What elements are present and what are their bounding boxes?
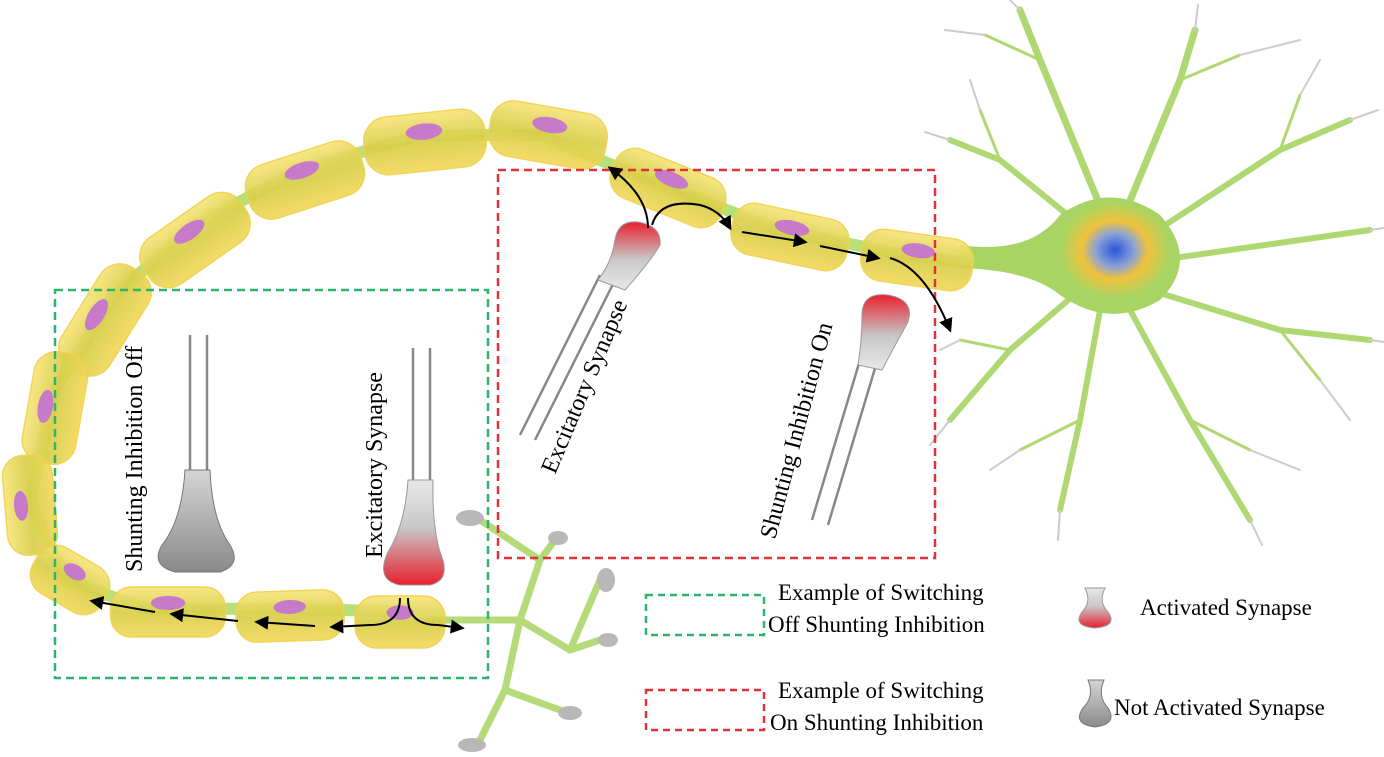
legend: Example of Switching Off Shunting Inhibi…: [644, 580, 1325, 735]
myelin-segment: [139, 191, 251, 289]
myelin-segment: [235, 589, 345, 643]
legend-red-line1: Example of Switching: [778, 678, 984, 703]
myelin-segment: [354, 595, 446, 649]
legend-not-activated-icon: [1079, 679, 1112, 728]
label-excitatory-left: Excitatory Synapse: [362, 372, 388, 558]
myelin-segment: [730, 202, 850, 272]
schwann-nucleus: [150, 596, 186, 610]
myelin-segment: [244, 140, 366, 220]
schwann-nucleus: [405, 123, 443, 140]
schwann-nucleus: [654, 169, 689, 189]
neuron-dendrite-fibers: [924, 0, 1384, 546]
myelin-segment: [109, 586, 227, 638]
signal-arrows: [89, 166, 953, 634]
myelin-segment: [609, 147, 727, 229]
schwann-nucleus: [901, 243, 935, 259]
synapse-excitatory-right: [518, 221, 661, 441]
schwann-nucleus: [63, 563, 86, 581]
myelin-segment: [1, 453, 59, 557]
schwann-nucleus: [273, 599, 306, 615]
synapse-shunting-off: [157, 335, 235, 573]
red-dashed-box: [496, 168, 937, 560]
schwann-nucleus: [284, 161, 320, 180]
myelin-segment: [362, 108, 488, 176]
synapse-excitatory-left: [383, 348, 445, 586]
label-shunting-off: Shunting Inhibition Off: [122, 346, 148, 572]
legend-red-line2: On Shunting Inhibition: [770, 710, 984, 735]
schwann-nucleus: [774, 219, 810, 236]
legend-green-swatch: [644, 593, 766, 637]
label-shunting-on: Shunting Inhibition On: [756, 320, 839, 542]
schwann-nucleus: [532, 116, 568, 134]
synapse-shunting-on: [810, 294, 910, 526]
label-excitatory-right: Excitatory Synapse: [537, 296, 634, 477]
green-dashed-box: [53, 288, 490, 680]
schwann-nucleus: [13, 490, 29, 521]
schwann-nucleus: [84, 299, 108, 331]
neuron-dendrites: [947, 6, 1373, 523]
legend-green-line2: Off Shunting Inhibition: [768, 612, 985, 637]
legend-activated-icon: [1078, 587, 1112, 629]
myelin-segment: [859, 228, 975, 292]
lower-dendrite-tips: [456, 510, 618, 752]
myelin-segment: [487, 100, 609, 170]
legend-activated-label: Activated Synapse: [1140, 595, 1312, 620]
legend-red-swatch: [644, 688, 766, 732]
legend-not-activated-label: Not Activated Synapse: [1114, 695, 1325, 720]
schwann-nucleus: [37, 389, 54, 423]
myelin-sheath: [1, 100, 975, 649]
schwann-nucleus: [174, 219, 205, 244]
legend-green-line1: Example of Switching: [778, 580, 984, 605]
soma-nucleus: [1060, 202, 1170, 298]
lower-dendrite: [426, 516, 604, 744]
